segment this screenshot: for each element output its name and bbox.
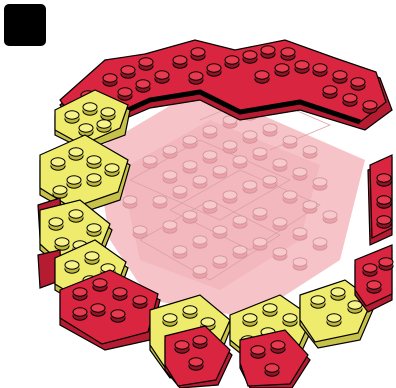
red-ring-right — [368, 155, 392, 245]
